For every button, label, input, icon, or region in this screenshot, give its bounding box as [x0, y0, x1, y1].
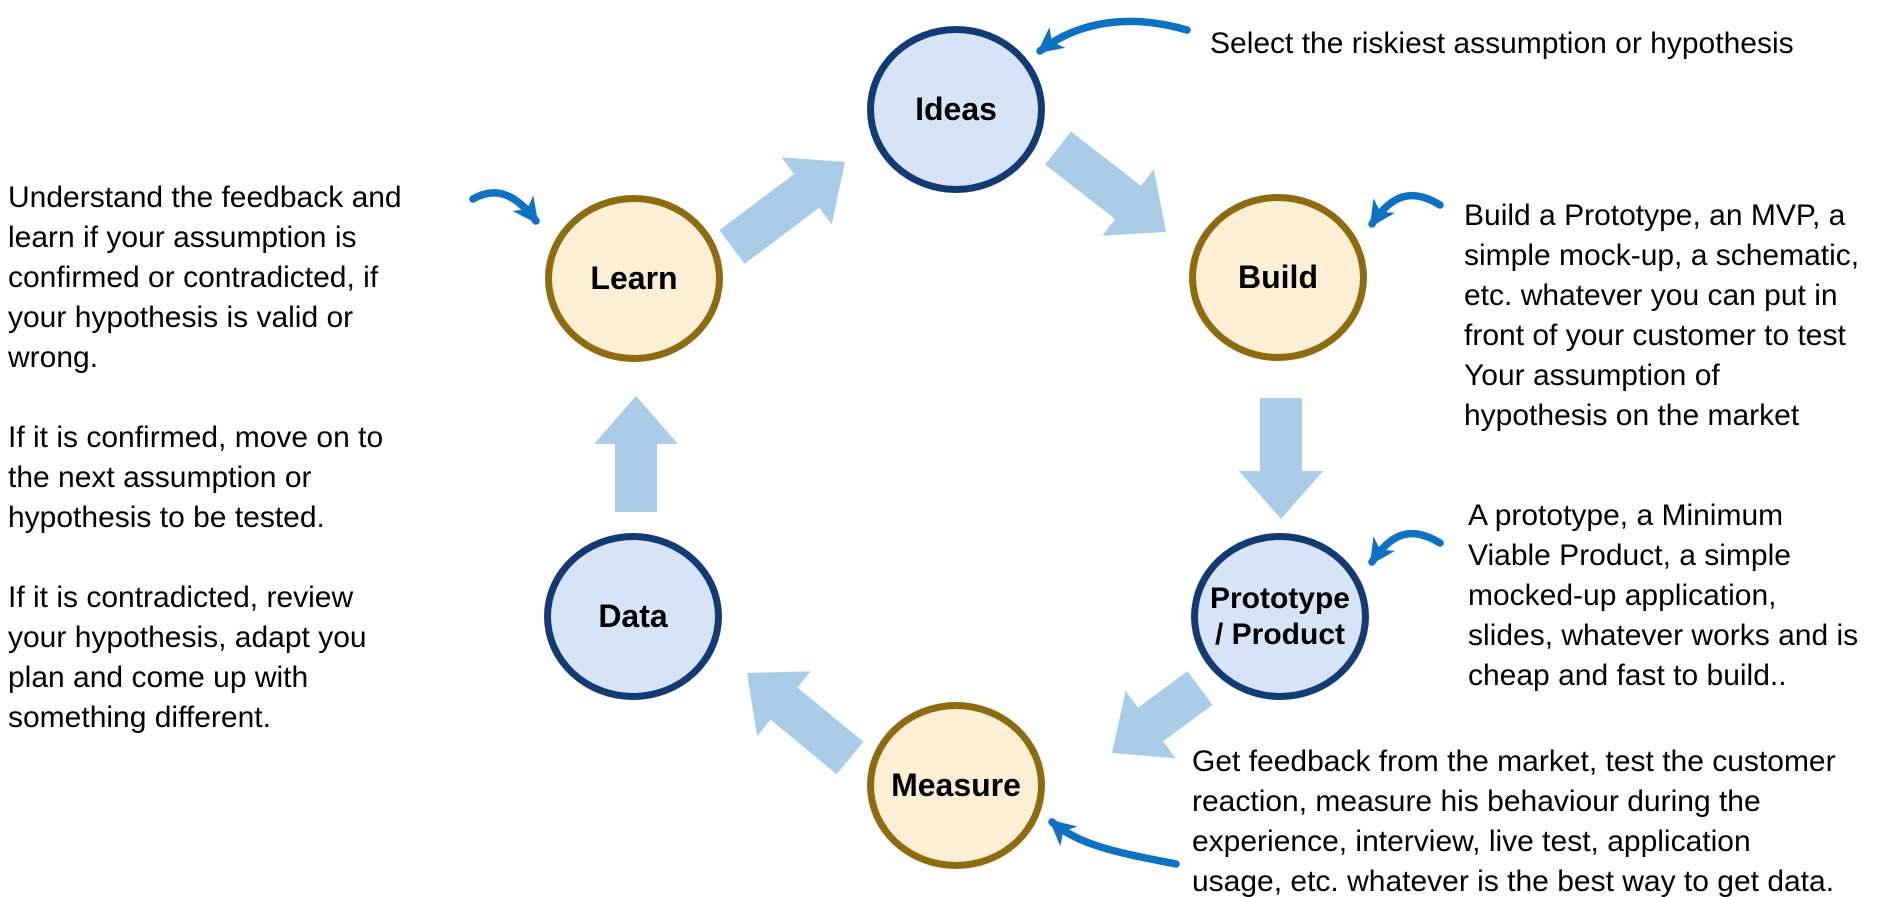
annotation-learn: Understand the feedback and learn if you… — [8, 181, 402, 734]
node-measure: Measure — [867, 702, 1045, 869]
annotation-measure: Get feedback from the market, test the c… — [1192, 745, 1836, 897]
block-arrow-learn-to-ideas — [719, 157, 845, 264]
node-ideas: Ideas — [867, 26, 1045, 193]
node-learn-label: Learn — [590, 259, 678, 296]
callout-arrow-prototype — [1368, 529, 1444, 566]
node-data-label: Data — [598, 597, 668, 634]
node-learn: Learn — [545, 195, 723, 362]
node-build: Build — [1189, 194, 1367, 361]
block-arrow-prototype-to-measure — [1112, 671, 1213, 759]
callout-arrow-build — [1368, 191, 1444, 228]
node-measure-label: Measure — [891, 766, 1021, 803]
annotation-prototype-product: A prototype, a Minimum Viable Product, a… — [1468, 499, 1859, 692]
annotation-build: Build a Prototype, an MVP, a simple mock… — [1464, 199, 1860, 432]
callout-arrow-learn — [469, 189, 540, 225]
callout-arrow-measure — [1048, 818, 1180, 868]
node-prototype-product: Prototype / Product — [1191, 533, 1369, 700]
node-build-label: Build — [1238, 258, 1318, 295]
block-arrow-build-to-prototype — [1239, 398, 1323, 519]
node-ideas-label: Ideas — [915, 90, 997, 127]
node-data: Data — [544, 533, 722, 700]
annotation-ideas: Select the riskiest assumption or hypoth… — [1210, 27, 1794, 60]
block-arrow-measure-to-data — [747, 671, 864, 775]
callout-arrow-ideas — [1036, 17, 1191, 55]
block-arrow-ideas-to-build — [1045, 131, 1166, 236]
node-prototype-product-label: Prototype / Product — [1209, 582, 1350, 651]
block-arrow-data-to-learn — [594, 396, 678, 512]
